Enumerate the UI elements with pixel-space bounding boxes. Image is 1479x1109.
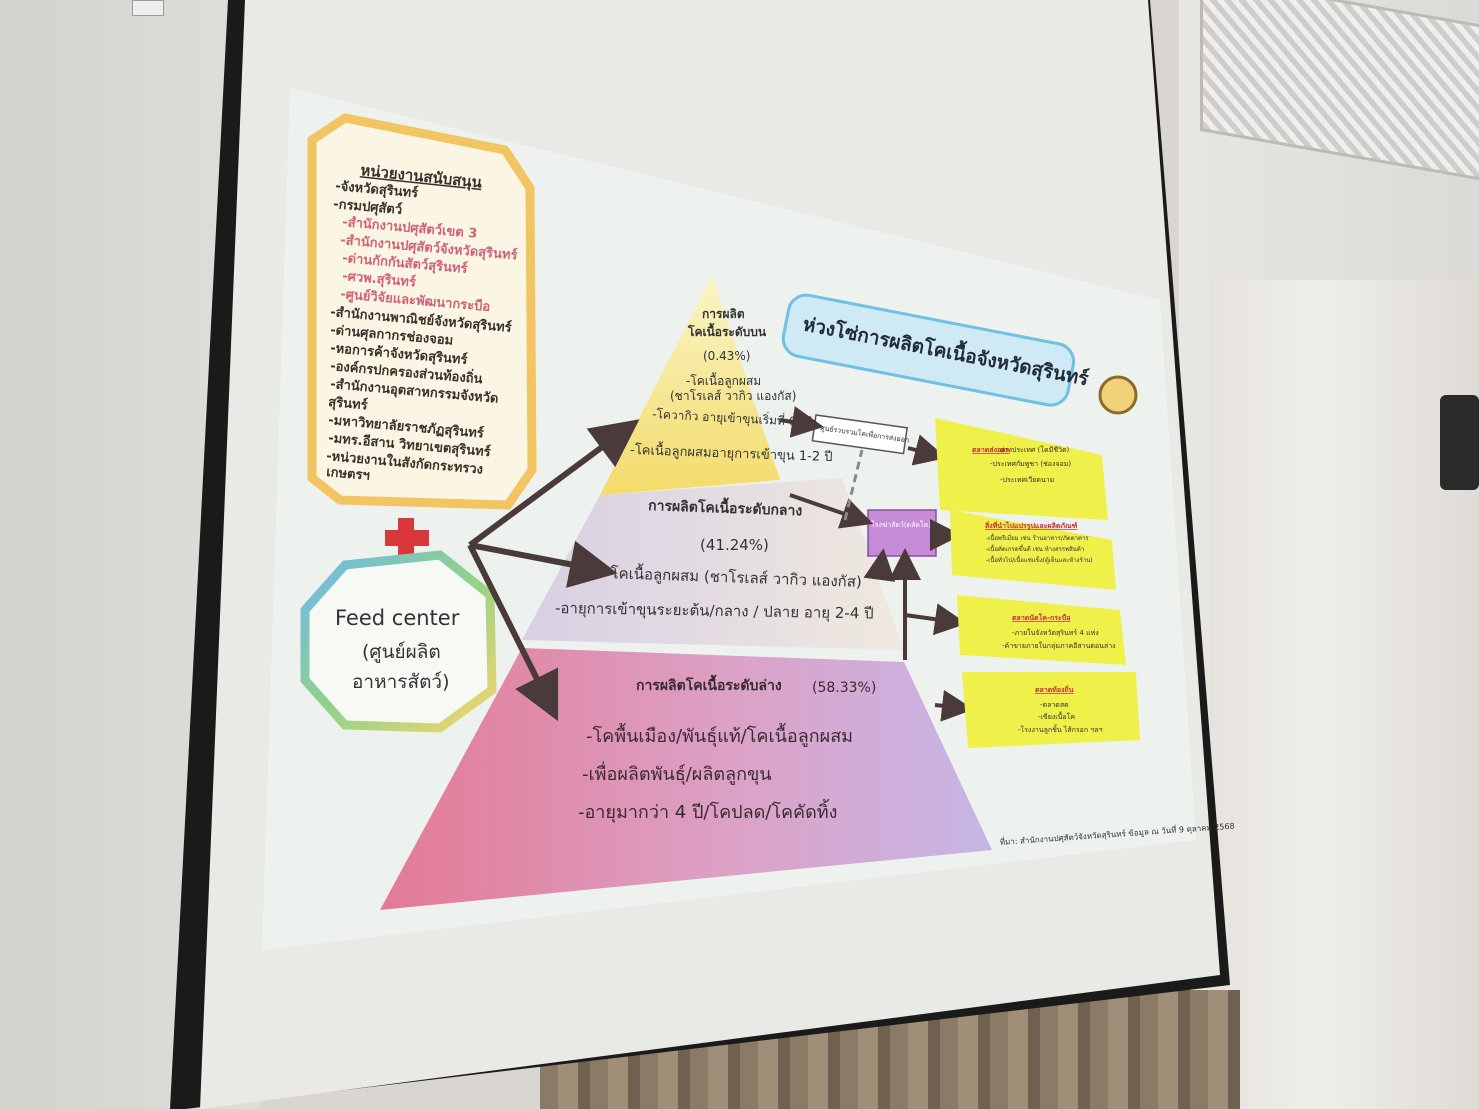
market-local: ตลาดท้องถิ่น -ตลาดสด -เขียงเนื้อโค -โรงง… xyxy=(962,672,1140,748)
market-processing: สิ่งที่นำไปแปรรูปและผลิตภัณฑ์ -เนื้อพรีเ… xyxy=(950,510,1116,590)
market-title: ตลาดนัดโค-กระบือ xyxy=(1012,613,1070,622)
market-line: ต่างประเทศ (โคมีชีวิต) xyxy=(1000,445,1070,454)
market-line: -โรงงานลูกชิ้น ไส้กรอก ฯลฯ xyxy=(1018,723,1103,734)
chain-arrows xyxy=(779,406,974,722)
market-export: ตลาดส่งออก ต่างประเทศ (โคมีชีวิต) -ประเท… xyxy=(935,418,1108,520)
feed-arrows xyxy=(467,419,640,722)
feed-center-line1: Feed center xyxy=(335,606,460,630)
market-line: -ประเทศเวียดนาม xyxy=(1000,476,1054,484)
market-title: ตลาดส่งออก xyxy=(972,446,1010,454)
market-line: -เนื้อคัดเกรดขึ้นดี เช่น ห้างสรรพสินค้า xyxy=(986,543,1084,553)
pillar xyxy=(1210,280,1479,1109)
pyramid-top xyxy=(600,275,780,495)
pyramid-middle xyxy=(522,478,904,650)
support-item: เกษตรฯ xyxy=(326,465,371,484)
support-item: -จังหวัดสุรินทร์ xyxy=(335,178,419,201)
slaughter-label: โรงฆ่าสัตว์(ตลัดโค) / โรงงานแปรรูป xyxy=(871,520,982,529)
support-item: -ศวพ.สุรินทร์ xyxy=(342,268,417,290)
market-line: -ภายในจังหวัดสุรินทร์ 4 แห่ง xyxy=(1012,628,1099,637)
bottom-heading: การผลิตโคเนื้อระดับล่าง xyxy=(636,674,782,694)
support-box xyxy=(307,113,537,510)
bottom-percent: (58.33%) xyxy=(812,680,876,696)
logo-icon xyxy=(1098,375,1138,415)
feed-center-line2: (ศูนย์ผลิต xyxy=(362,641,441,663)
support-item: สุรินทร์ xyxy=(328,394,369,413)
market-title: สิ่งที่นำไปแปรรูปและผลิตภัณฑ์ xyxy=(984,520,1077,531)
top-heading2: โคเนื้อระดับบน xyxy=(687,322,767,339)
support-item: -กรมปศุสัตว์ xyxy=(333,196,403,218)
top-percent: (0.43%) xyxy=(703,349,750,363)
feed-center-box xyxy=(300,550,497,733)
feed-center-line3: อาหารสัตว์) xyxy=(352,671,450,693)
market-cattle: ตลาดนัดโค-กระบือ -ภายในจังหวัดสุรินทร์ 4… xyxy=(957,595,1126,665)
title-box xyxy=(781,293,1076,407)
market-line: -ประเทศกัมพูชา (ช่องจอม) xyxy=(990,460,1071,468)
middle-percent: (41.24%) xyxy=(700,536,769,554)
top-heading1: การผลิต xyxy=(702,307,745,321)
bottom-item: -อายุมากว่า 4 ปี/โคปลด/โคคัดทิ้ง xyxy=(578,799,837,823)
market-line: -ค้าขายภายในกลุ่มภาคอีสานตอนล่าง xyxy=(1002,641,1116,650)
market-line: -ตลาดสด xyxy=(1040,701,1069,709)
wall-outlet xyxy=(132,0,164,16)
market-title: ตลาดท้องถิ่น xyxy=(1035,684,1074,694)
market-line: -เนื้อพรีเมี่ยม เช่น ร้านอาหาร/ภัตตาคาร xyxy=(986,532,1089,542)
top-item: -โคเนื้อลูกผสม xyxy=(686,372,761,389)
top-item: (ชาโรเลส์ วากิว แองกัส) xyxy=(670,389,796,403)
plus-icon xyxy=(385,518,429,560)
slaughter-box xyxy=(867,509,937,557)
slide: หน่วยงานสนับสนุน -จังหวัดสุรินทร์ -กรมปศ… xyxy=(262,88,1235,950)
bottom-item: -เพื่อผลิตพันธุ์/ผลิตลูกขุน xyxy=(582,761,772,785)
market-line: -เนื้อทั่วไป/เนื้อแช่แข็ง(ตู้เย็นและห้าง… xyxy=(986,554,1093,564)
pyramid-bottom-text: การผลิตโคเนื้อระดับล่าง (58.33%) -โคพื้น… xyxy=(578,674,876,823)
bottom-item: -โคพื้นเมือง/พันธุ์แท้/โคเนื้อลูกผสม xyxy=(586,723,853,747)
market-line: -เขียงเนื้อโค xyxy=(1038,710,1075,721)
speaker xyxy=(1440,395,1479,490)
